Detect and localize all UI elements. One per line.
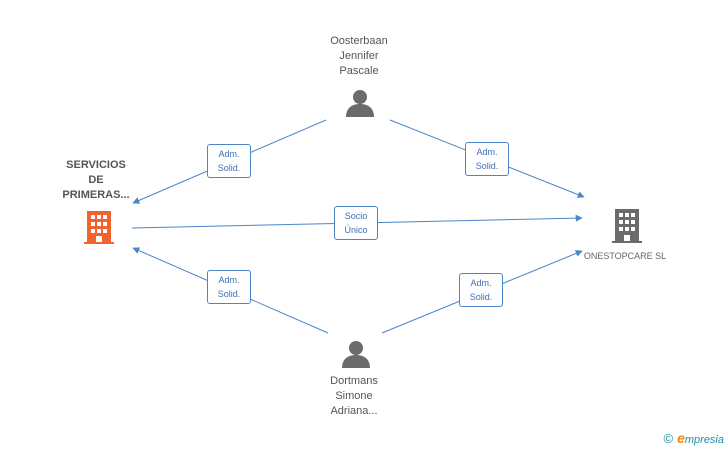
company-main-line-3: PRIMERAS...	[62, 189, 130, 201]
company-other-label[interactable]: ONESTOPCARE SL	[572, 250, 678, 262]
edge-label-line: Adm.	[470, 278, 492, 288]
edge-label-line: Solid.	[475, 161, 499, 171]
edge-label-line: Único	[344, 225, 368, 235]
edge-label-line: Socio	[344, 211, 368, 221]
person-bottom-line-1: Dortmans	[330, 375, 378, 387]
edge-label-top-to-other[interactable]: Adm. Solid.	[465, 142, 509, 176]
person-icon[interactable]	[345, 89, 375, 117]
person-bottom-line-2: Simone	[335, 390, 373, 402]
company-main-line-1: SERVICIOS	[66, 159, 126, 171]
brand-logo: empresia	[677, 430, 724, 446]
person-bottom-label[interactable]: Dortmans Simone Adriana...	[300, 374, 408, 419]
edge-label-line: Solid.	[217, 163, 241, 173]
edge-label-main-to-other[interactable]: Socio Único	[334, 206, 378, 240]
person-bottom-line-3: Adriana...	[330, 405, 378, 417]
watermark: © empresia	[663, 430, 724, 446]
copyright-symbol: ©	[663, 430, 674, 446]
edge-label-bottom-to-main[interactable]: Adm. Solid.	[207, 270, 251, 304]
edge-label-bottom-to-other[interactable]: Adm. Solid.	[459, 273, 503, 307]
person-top-line-3: Pascale	[339, 65, 379, 77]
building-icon[interactable]	[84, 211, 114, 244]
edge-label-line: Adm.	[218, 275, 240, 285]
edge-label-top-to-main[interactable]: Adm. Solid.	[207, 144, 251, 178]
edge-label-line: Solid.	[217, 289, 241, 299]
building-icon[interactable]	[612, 209, 642, 243]
edge-label-line: Adm.	[218, 149, 240, 159]
person-top-line-1: Oosterbaan	[330, 35, 388, 47]
person-top-line-2: Jennifer	[339, 50, 379, 62]
person-top-label[interactable]: Oosterbaan Jennifer Pascale	[305, 34, 413, 79]
company-main-line-2: DE	[88, 174, 104, 186]
person-icon[interactable]	[341, 340, 371, 368]
edge-label-line: Solid.	[469, 292, 493, 302]
company-other-line-1: ONESTOPCARE SL	[583, 251, 667, 261]
company-main-label[interactable]: SERVICIOS DE PRIMERAS...	[48, 158, 144, 203]
brand-rest: mpresia	[684, 434, 724, 446]
edge-label-line: Adm.	[476, 147, 498, 157]
brand-initial: e	[677, 430, 685, 446]
